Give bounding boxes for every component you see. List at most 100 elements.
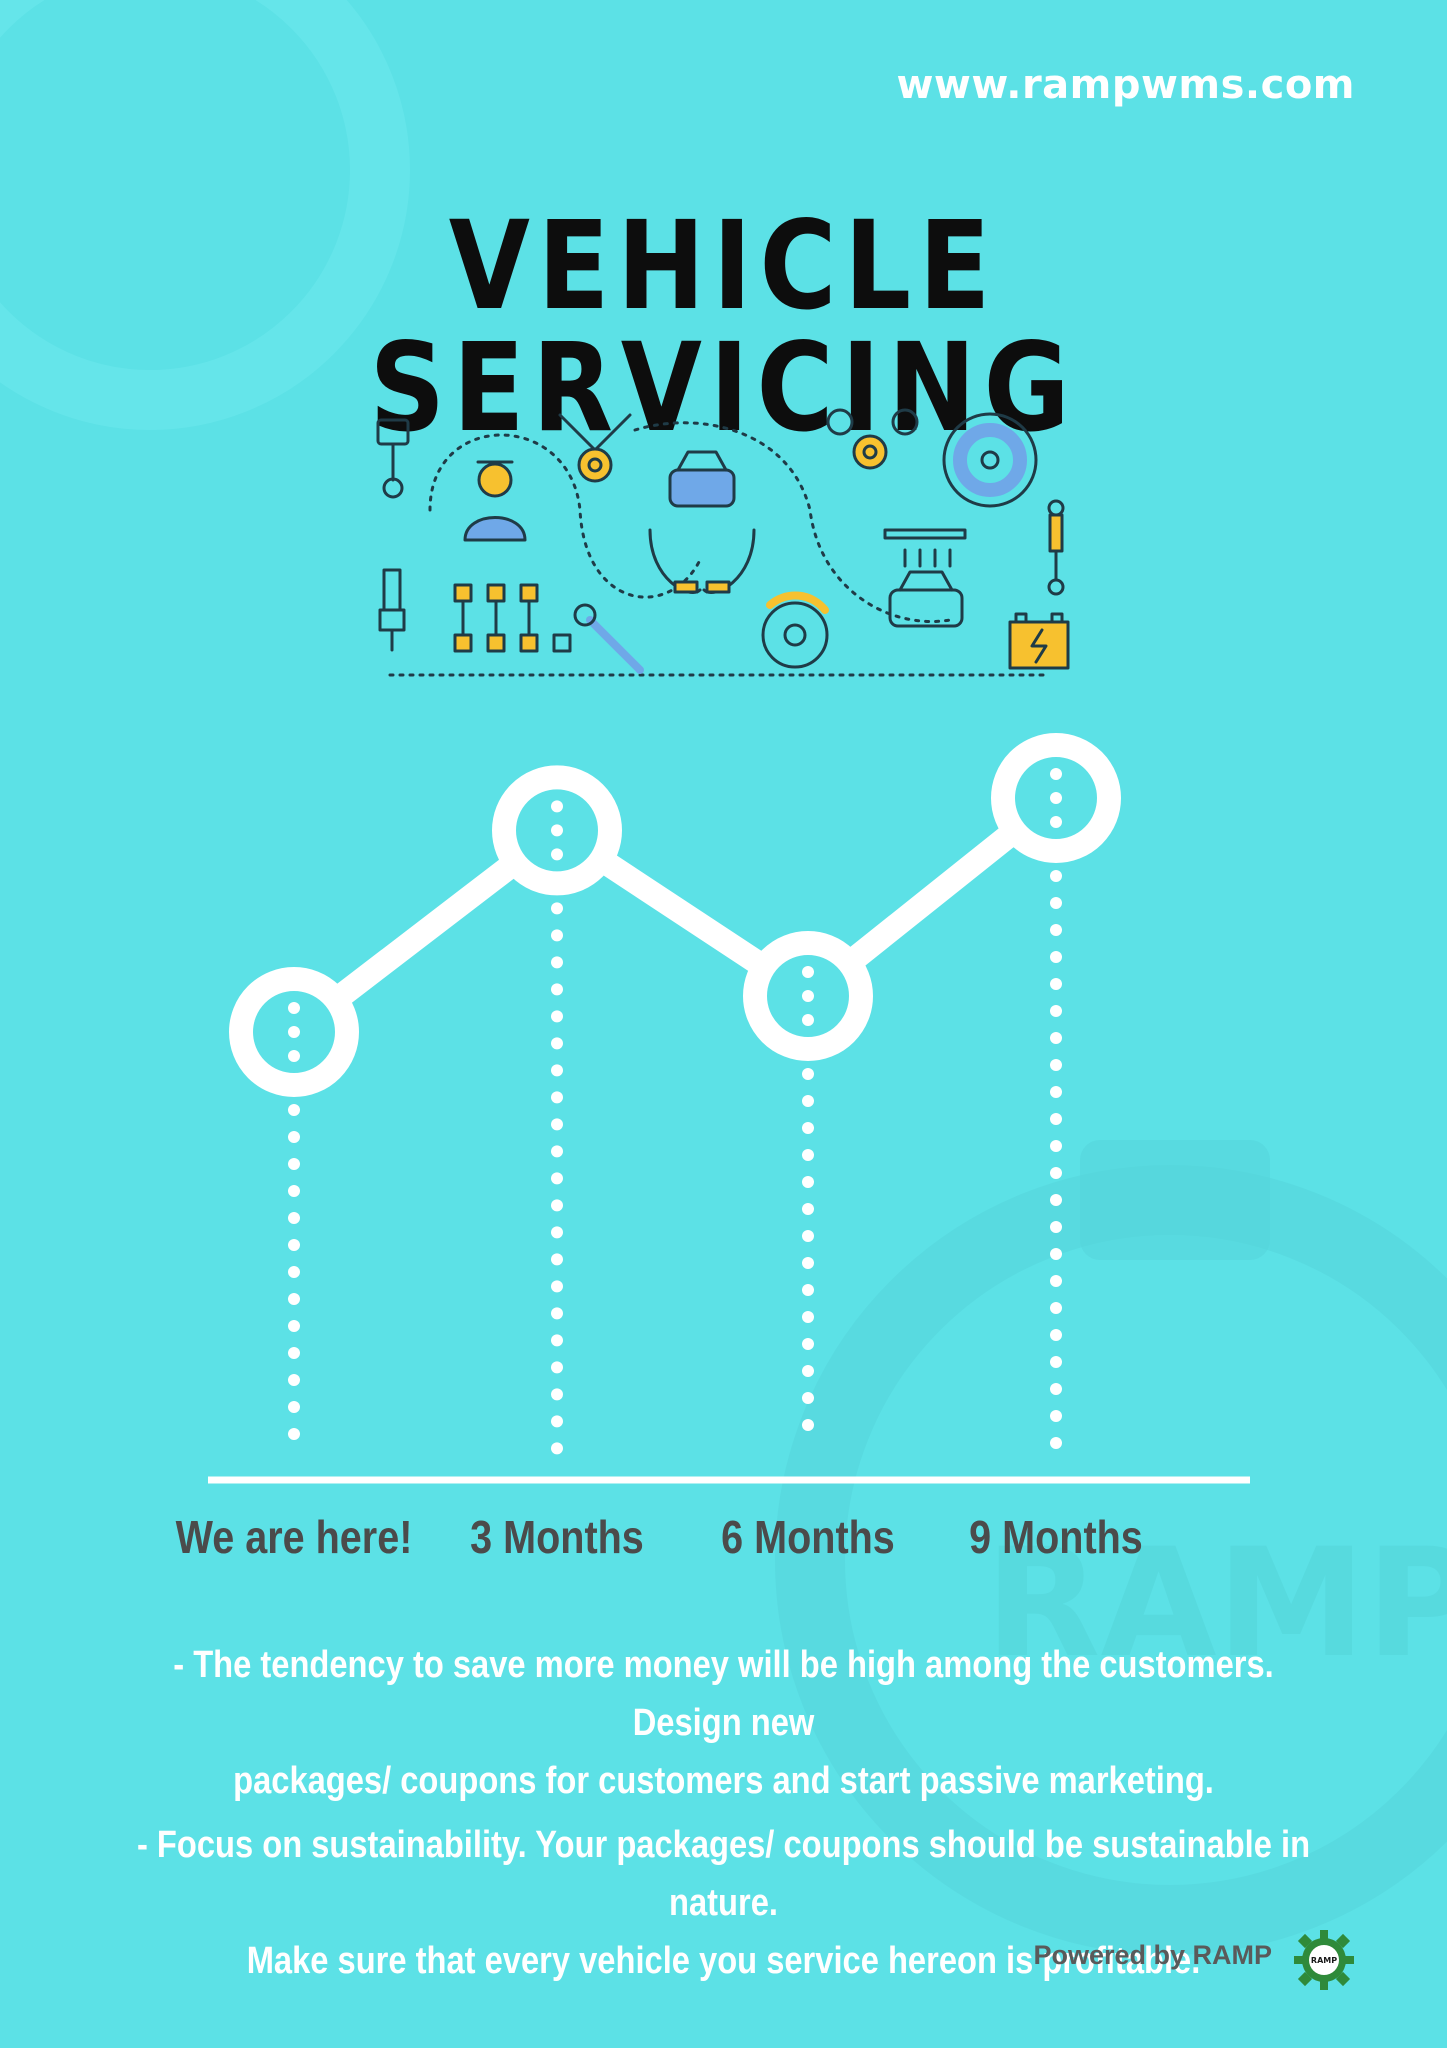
dotted-guide-6-months xyxy=(802,1284,814,1296)
services-illustration xyxy=(376,408,1070,677)
marker-dot-3-months xyxy=(551,800,563,813)
powered-by-text: Powered by RAMP xyxy=(1033,1940,1272,1970)
dotted-guide-6-months xyxy=(802,1095,814,1107)
dotted-path xyxy=(633,421,952,623)
dotted-guide-3-months xyxy=(551,1415,563,1428)
dotted-guide-6-months xyxy=(802,1068,814,1080)
dotted-guide-6-months xyxy=(802,1122,814,1134)
timeline-label-9-months: 9 Months xyxy=(969,1511,1143,1563)
marker-dot-3-months xyxy=(551,824,563,837)
dotted-guide-6-months xyxy=(802,1311,814,1323)
dotted-guide-9-months xyxy=(1050,924,1062,936)
dotted-guide-now xyxy=(288,1374,300,1386)
dotted-guide-now xyxy=(288,1185,300,1197)
dotted-guide-3-months xyxy=(551,1442,563,1455)
marker-dot-3-months xyxy=(551,848,563,861)
dotted-guide-3-months xyxy=(551,1037,563,1050)
note-paragraph-1: - The tendency to save more money will b… xyxy=(136,1636,1312,1810)
dotted-guide-3-months xyxy=(551,1307,563,1320)
dotted-guide-9-months xyxy=(1050,1356,1062,1368)
dotted-guide-6-months xyxy=(802,1203,814,1215)
dotted-guide-3-months xyxy=(551,1388,563,1401)
flowchart-icon xyxy=(453,583,572,653)
dotted-guide-now xyxy=(288,1347,300,1359)
wrench-icon xyxy=(573,603,644,674)
dotted-guide-9-months xyxy=(1050,1113,1062,1125)
dotted-guide-9-months xyxy=(1050,1059,1062,1071)
dotted-guide-9-months xyxy=(1050,1383,1062,1395)
marker-dot-6-months xyxy=(802,966,814,978)
bg-watermark: RAMP xyxy=(985,1517,1447,1691)
dotted-guide-3-months xyxy=(551,1334,563,1347)
dotted-guide-6-months xyxy=(802,1149,814,1161)
dotted-path xyxy=(428,433,702,599)
gear-icon xyxy=(826,408,919,470)
dotted-guide-3-months xyxy=(551,1199,563,1212)
ramp-logo-icon: RAMP xyxy=(1294,1930,1354,1990)
note-paragraph-2: - Focus on sustainability. Your packages… xyxy=(136,1816,1312,1990)
dotted-guide-now xyxy=(288,1104,300,1116)
dotted-guide-now xyxy=(288,1158,300,1170)
dotted-guide-3-months xyxy=(551,1226,563,1239)
dotted-guide-3-months xyxy=(551,983,563,996)
dotted-guide-9-months xyxy=(1050,1005,1062,1017)
dotted-guide-9-months xyxy=(1050,1302,1062,1314)
mechanic-icon xyxy=(463,460,527,542)
dotted-guide-now xyxy=(288,1428,300,1440)
dotted-guide-9-months xyxy=(1050,897,1062,909)
dotted-guide-6-months xyxy=(802,1176,814,1188)
dotted-guide-3-months xyxy=(551,956,563,969)
note-1-line-1: - The tendency to save more money will b… xyxy=(173,1644,1274,1744)
dotted-guide-3-months xyxy=(551,929,563,942)
dotted-guide-9-months xyxy=(1050,1221,1062,1233)
dotted-guide-3-months xyxy=(551,1064,563,1077)
bg-gear-icon xyxy=(0,0,410,430)
piston-icon xyxy=(376,418,410,499)
spark-plug-icon xyxy=(378,568,406,652)
timeline-label-now: We are here! xyxy=(175,1511,413,1563)
brake-disc-icon xyxy=(761,591,829,669)
dotted-guide-3-months xyxy=(551,1091,563,1104)
dotted-guide-6-months xyxy=(802,1230,814,1242)
trend-line xyxy=(286,788,1064,1042)
marker-dot-9-months xyxy=(1050,792,1062,804)
dotted-guide-6-months xyxy=(802,1338,814,1350)
dotted-guide-9-months xyxy=(1050,1194,1062,1206)
marker-dot-6-months xyxy=(802,1014,814,1026)
timeline-label-3-months: 3 Months xyxy=(470,1511,644,1563)
car-in-hands-icon xyxy=(648,450,756,594)
dotted-guide-9-months xyxy=(1050,1140,1062,1152)
battery-icon xyxy=(1008,612,1070,670)
note-1-line-2: packages/ coupons for customers and star… xyxy=(233,1760,1214,1802)
dotted-guide-6-months xyxy=(802,1365,814,1377)
marker-dot-9-months xyxy=(1050,816,1062,828)
dotted-guide-9-months xyxy=(1050,1437,1062,1449)
dotted-guide-now xyxy=(288,1293,300,1305)
website-url[interactable]: www.rampwms.com xyxy=(896,62,1355,108)
dotted-guide-now xyxy=(288,1131,300,1143)
bg-gear-tooth xyxy=(1080,1140,1270,1260)
dotted-guide-9-months xyxy=(1050,1167,1062,1179)
dotted-guide-9-months xyxy=(1050,1275,1062,1287)
dotted-guide-9-months xyxy=(1050,978,1062,990)
dotted-guide-3-months xyxy=(551,1010,563,1023)
marker-dot-6-months xyxy=(802,990,814,1002)
dotted-guide-now xyxy=(288,1401,300,1413)
car-wash-icon xyxy=(883,528,967,628)
marker-dot-9-months xyxy=(1050,768,1062,780)
dotted-guide-3-months xyxy=(551,1145,563,1158)
logo-text: RAMP xyxy=(1311,1956,1337,1965)
dotted-guide-3-months xyxy=(551,1280,563,1293)
dotted-guide-now xyxy=(288,1266,300,1278)
dotted-guide-3-months xyxy=(551,1118,563,1131)
shock-absorber-icon xyxy=(1047,499,1065,596)
dotted-guide-6-months xyxy=(802,1419,814,1431)
tire-icon xyxy=(942,412,1038,508)
dotted-guide-3-months xyxy=(551,1361,563,1374)
dotted-guide-3-months xyxy=(551,902,563,915)
marker-dot-now xyxy=(288,1050,300,1062)
dotted-guide-9-months xyxy=(1050,1086,1062,1098)
dotted-guide-now xyxy=(288,1212,300,1224)
dotted-guide-9-months xyxy=(1050,1410,1062,1422)
